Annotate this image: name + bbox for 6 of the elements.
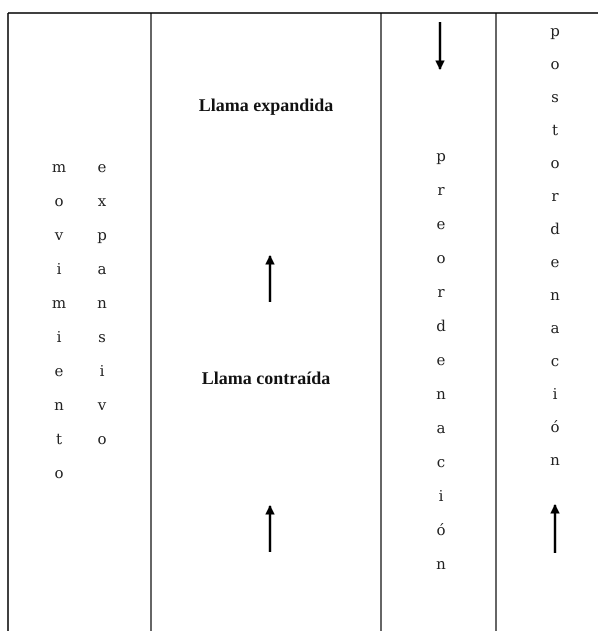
vertical-text: movimiento bbox=[50, 158, 68, 498]
vertical-text: expansivo bbox=[93, 158, 111, 464]
flame-state-text: Llama contraída bbox=[200, 368, 332, 389]
flame-state-text: Llama expandida bbox=[198, 95, 334, 116]
vertical-text: preordenación bbox=[432, 147, 450, 589]
vertical-text: postordenación bbox=[546, 22, 564, 484]
